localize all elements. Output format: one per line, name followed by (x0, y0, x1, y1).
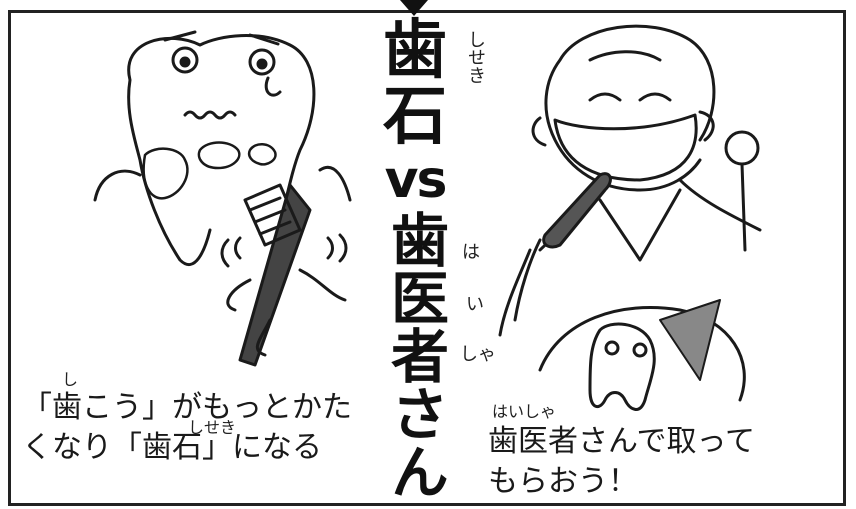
left-caption-ruby-shi: し (62, 370, 79, 389)
title-vs: vs (384, 150, 448, 210)
title-ruby-sha: しゃ (460, 344, 496, 365)
title-ruby-i: い (466, 294, 484, 315)
down-arrow-icon (400, 0, 428, 16)
mouth-closeup (538, 306, 746, 402)
title-dentist: 歯医者さん (381, 210, 449, 500)
left-caption-ruby-shiseki: しせき (188, 418, 237, 437)
tooth-character (127, 34, 316, 267)
toothbrush-icon (238, 183, 312, 367)
tooth-right-eye-icon (248, 48, 276, 76)
mask-icon (553, 113, 698, 182)
title-ruby-ha: は (462, 242, 480, 263)
dental-drill-icon (542, 172, 612, 249)
title-tartar: 歯石 (383, 14, 447, 154)
right-caption: 歯医者さんで取って もらおう！ (488, 422, 818, 502)
right-caption-line1: 歯医者さんで取って (488, 424, 755, 459)
right-caption-line2: もらおう！ (488, 464, 638, 499)
title-block: 歯石 vs 歯医者さん (360, 18, 470, 504)
comic-panel-frame (8, 10, 846, 506)
tooth-left-eye-icon (171, 46, 199, 74)
left-caption-line2: くなり「歯石」になる (22, 430, 322, 465)
dentist-character (544, 24, 716, 192)
left-caption: 「歯こう」がもっとかた くなり「歯石」になる (22, 388, 362, 468)
dental-mirror-icon (724, 130, 760, 166)
right-caption-ruby: はいしゃ (492, 402, 557, 421)
left-caption-line1: 「歯こう」がもっとかた (22, 390, 352, 425)
title-ruby-shiseki: しせき (465, 30, 486, 84)
